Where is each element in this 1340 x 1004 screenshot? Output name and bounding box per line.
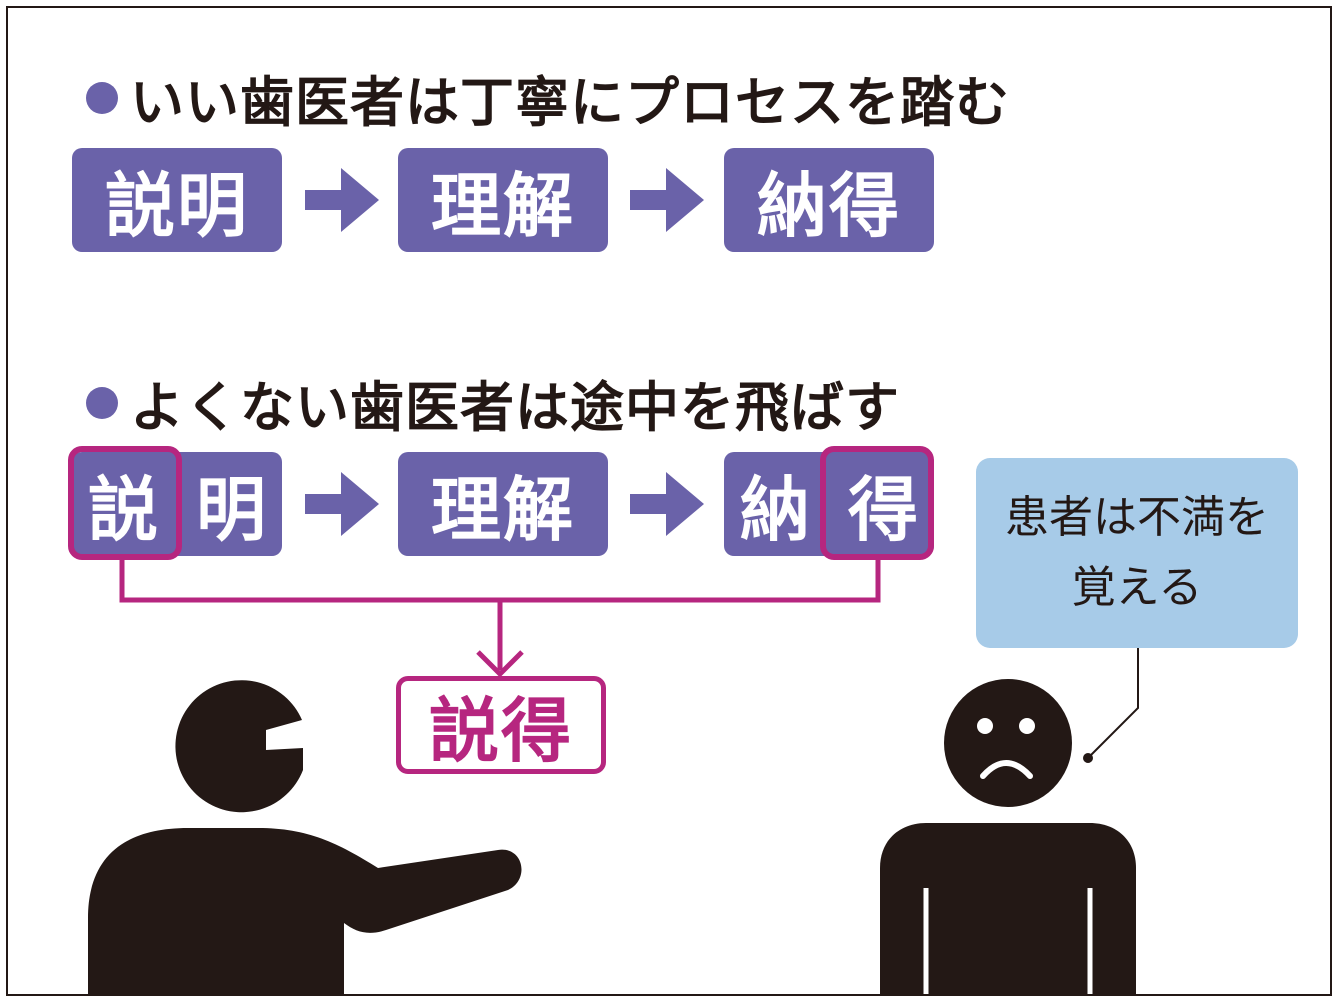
dentist-body — [88, 828, 522, 994]
dentist-figure — [88, 680, 522, 994]
patient-body — [880, 823, 1136, 994]
char-nou: 納 — [740, 468, 810, 551]
step-consent: 納得 — [724, 148, 934, 252]
char-mei: 明 — [196, 468, 266, 551]
highlight-frame-setsu — [68, 446, 182, 560]
right-arrow-icon — [305, 168, 379, 232]
good-heading-text: いい歯医者は丁寧にプロセスを踏む — [130, 71, 1010, 134]
patient-figure — [880, 679, 1136, 994]
result-persuasion-box: 説得 — [396, 676, 606, 774]
highlight-frame-toku — [820, 446, 934, 560]
right-eye-icon — [1019, 718, 1035, 734]
dentist-head — [175, 680, 303, 813]
char-setsu: 説 — [88, 468, 158, 551]
bullet-icon — [86, 81, 118, 114]
step-explain: 説明 — [72, 148, 282, 252]
bubble-line-1: 患者は不満を — [1005, 492, 1269, 543]
bubble-pointer — [1083, 648, 1139, 763]
diagram-frame: いい歯医者は丁寧にプロセスを踏む 説明 理解 納得 よくない歯医者は途中を飛ばす… — [6, 6, 1332, 996]
patient-speech-bubble: 患者は不満を 覚える — [976, 458, 1298, 648]
right-arrow-icon — [305, 472, 379, 536]
frown-icon — [980, 760, 1033, 779]
bullet-icon — [86, 386, 118, 419]
char-toku: 得 — [848, 468, 918, 551]
connector-lines — [119, 560, 881, 678]
bad-step-understand: 理解 — [398, 452, 608, 556]
right-arrow-icon — [630, 472, 704, 536]
step-understand: 理解 — [398, 148, 608, 252]
patient-head — [944, 679, 1072, 807]
bad-heading-text: よくない歯医者は途中を飛ばす — [130, 376, 900, 439]
left-eye-icon — [977, 718, 993, 734]
figures-layer — [88, 560, 1139, 994]
bad-dentist-heading: よくない歯医者は途中を飛ばす — [86, 363, 900, 442]
bad-step-consent: 納 得 — [724, 452, 934, 556]
bubble-line-2: 覚える — [1071, 562, 1203, 613]
good-dentist-heading: いい歯医者は丁寧にプロセスを踏む — [86, 58, 1010, 137]
right-arrow-icon — [630, 168, 704, 232]
